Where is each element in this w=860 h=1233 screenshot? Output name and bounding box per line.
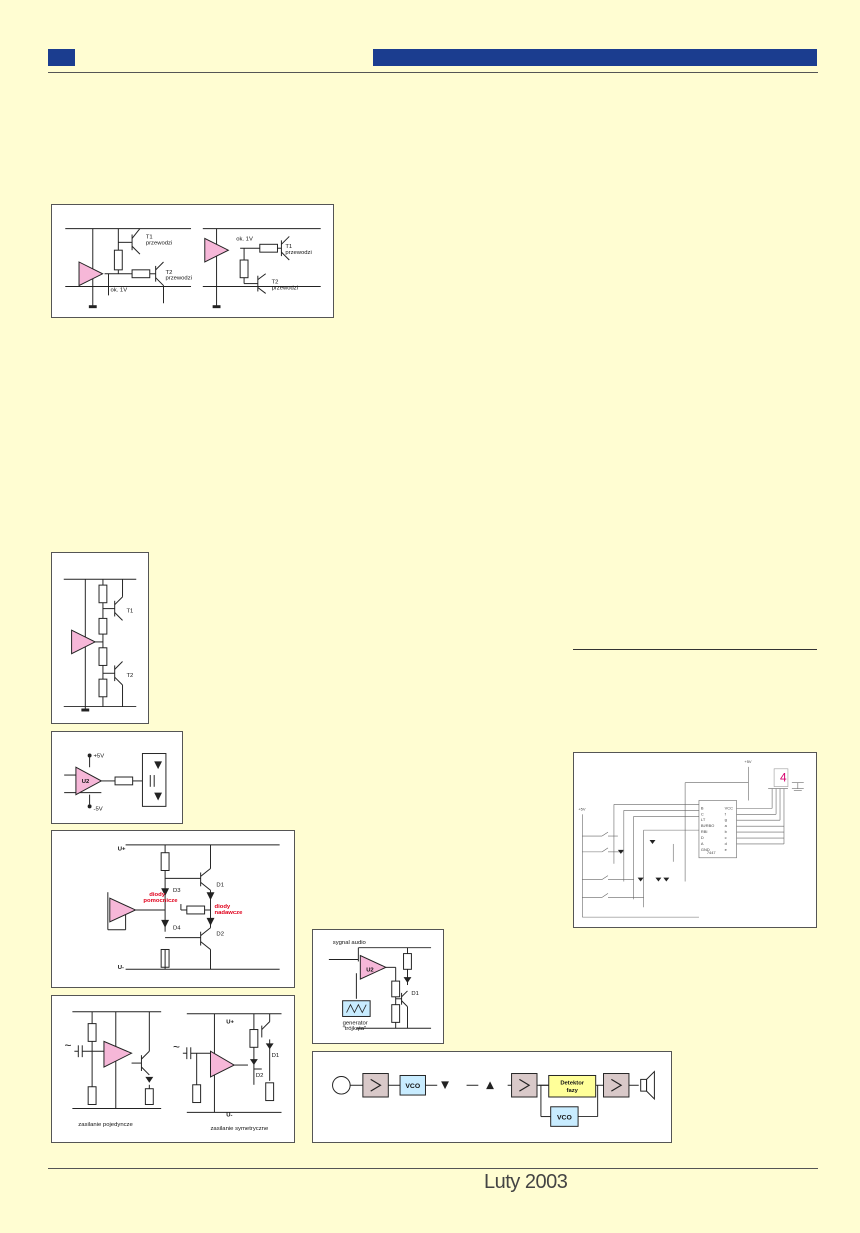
u-minus-label: U- <box>118 965 124 971</box>
figure-power-supply-variants: ~ ~ zasilanie pojedyncze zasilanie symet… <box>51 995 295 1143</box>
u-plus-label: U+ <box>226 1020 234 1026</box>
schematic-led-driver: U2 +5V -5V <box>64 753 167 812</box>
generator-line1: generator <box>343 1020 368 1026</box>
pin-right-4: b <box>725 829 728 834</box>
header-bar <box>373 49 817 66</box>
t1-label: T1 <box>126 609 133 615</box>
speaker-icon <box>646 1070 655 1101</box>
led-tx-icon <box>441 1081 449 1090</box>
header-square <box>48 49 75 66</box>
detector-line2: fazy <box>567 1088 579 1094</box>
right-t2-label: T2 <box>272 280 279 286</box>
d1-label: D1 <box>272 1053 280 1059</box>
pin-right-6: d <box>725 841 727 846</box>
pin-left-2: LT <box>701 817 706 822</box>
photodiode-rx-icon <box>486 1081 494 1090</box>
figure-block-diagram: VCO VCO Detektor fazy <box>312 1051 672 1143</box>
left-t1-label: T1 <box>146 234 153 240</box>
pin-right-3: a <box>725 823 728 828</box>
t2-label: T2 <box>126 673 133 679</box>
left-t1-state: przewodzi <box>146 240 172 246</box>
figure-pwm-modulator: sygnal audio U2 D1 generator "trójkąta" <box>312 929 444 1044</box>
figure-transistor-switch: T1 przewodzi T2 przewodzi ok. 1V T1 prze… <box>51 204 334 318</box>
d2-label: D2 <box>256 1073 264 1079</box>
aux-diodes-line1: diody <box>149 892 165 898</box>
pin-right-1: f <box>725 811 727 816</box>
column-rule <box>573 649 817 650</box>
vco-1-label: VCO <box>405 1083 420 1090</box>
amplifier-1 <box>362 1073 389 1098</box>
display-digit: 4 <box>780 771 787 785</box>
d2-label: D2 <box>216 932 224 938</box>
right-t1-state: przewodzi <box>285 250 311 256</box>
pin-left-5: D <box>701 835 704 840</box>
u2-label: U2 <box>82 779 90 785</box>
aux-diodes-line2: pomocnicze <box>143 898 178 904</box>
tx-diodes-line2: nadawcze <box>214 910 243 916</box>
d3-label: D3 <box>173 888 181 894</box>
schematic-push-pull: T1 T2 <box>63 578 137 712</box>
vco-2-label: VCO <box>557 1115 572 1122</box>
minus-5v-label: -5V <box>94 806 103 812</box>
pin-right-5: c <box>725 835 727 840</box>
schematic-pwm: sygnal audio U2 D1 generator "trójkąta" <box>328 940 432 1032</box>
u-minus-label: U- <box>226 1112 232 1118</box>
phase-detector-box <box>548 1074 597 1098</box>
figure-led-driver: U2 +5V -5V <box>51 731 183 824</box>
left-t2-label: T2 <box>165 270 172 276</box>
plus-5v-label: +5V <box>94 753 105 759</box>
right-tilde: ~ <box>173 1040 180 1054</box>
tx-diodes-line1: diody <box>214 904 230 910</box>
d4-label: D4 <box>173 926 181 932</box>
footer-rule <box>48 1168 818 1169</box>
detector-line1: Detektor <box>560 1080 584 1086</box>
pin-left-6: A <box>701 841 704 846</box>
figure-push-pull-stage: T1 T2 <box>51 552 149 724</box>
schematic-diode-bias: U+ U- D3 D4 D1 D2 diody pomocnicze diody… <box>107 844 280 971</box>
amplifier-3 <box>603 1073 630 1098</box>
pin-left-0: B <box>701 805 704 810</box>
left-caption: zasilanie pojedyncze <box>78 1122 133 1128</box>
u-plus-label: U+ <box>118 847 126 853</box>
left-voltage-label: ok. 1V <box>110 287 127 293</box>
schematic-7447: 4 7447 +5V +5V B C LT BI/RBO RBI D A GND… <box>578 759 804 918</box>
pin-right-2: g <box>725 817 727 822</box>
schematic-transistor-switch: T1 przewodzi T2 przewodzi ok. 1V T1 prze… <box>65 228 321 309</box>
vcc-label: +5V <box>744 759 751 764</box>
right-voltage-label: ok. 1V <box>236 236 253 242</box>
pin-left-1: C <box>701 811 704 816</box>
right-t2-state: przewodzi <box>272 285 298 291</box>
vco-2-box <box>550 1106 579 1127</box>
signal-label: sygnal audio <box>333 940 367 946</box>
pin-left-3: BI/RBO <box>701 823 714 828</box>
left-tilde: ~ <box>64 1038 71 1052</box>
pin-right-7: e <box>725 847 728 852</box>
schematic-power-variants: ~ ~ zasilanie pojedyncze zasilanie symet… <box>64 1011 282 1132</box>
figure-7447-decoder: 4 7447 +5V +5V B C LT BI/RBO RBI D A GND… <box>573 752 817 928</box>
d1-label: D1 <box>216 882 224 888</box>
u2-label: U2 <box>366 967 374 973</box>
left-t2-state: przewodzi <box>165 276 191 282</box>
vin-label: +5V <box>578 806 585 811</box>
generator-line2: "trójkąta" <box>343 1026 366 1032</box>
amplifier-2 <box>511 1073 538 1098</box>
pin-left-7: GND <box>701 847 710 852</box>
chip-label: 7447 <box>707 850 716 855</box>
pin-left-4: RBI <box>701 829 708 834</box>
d1-label: D1 <box>411 991 419 997</box>
header-rule <box>48 72 818 73</box>
figure-diode-bias-stage: U+ U- D3 D4 D1 D2 diody pomocnicze diody… <box>51 830 295 988</box>
vco-1-box <box>399 1074 426 1096</box>
issue-date: Luty 2003 <box>484 1171 568 1193</box>
right-t1-label: T1 <box>285 244 292 250</box>
block-diagram: VCO VCO Detektor fazy <box>332 1070 655 1127</box>
pin-right-0: VCC <box>725 805 733 810</box>
right-caption: zasilanie symetryczne <box>210 1126 268 1132</box>
